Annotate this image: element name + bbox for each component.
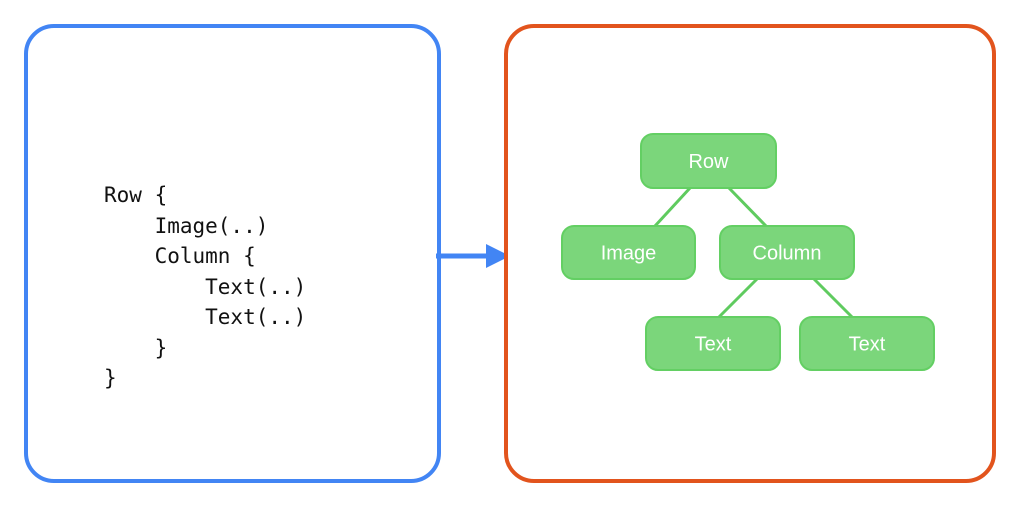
tree-node-image-label: Image bbox=[601, 243, 657, 265]
tree-node-text-2[interactable]: Text bbox=[799, 316, 935, 371]
tree-node-image[interactable]: Image bbox=[561, 225, 696, 280]
tree-node-column-label: Column bbox=[753, 243, 822, 265]
flow-arrow-icon bbox=[436, 244, 510, 268]
tree-node-image-rect bbox=[561, 225, 696, 280]
composition-tree: Row Image Column Text Text bbox=[561, 133, 935, 371]
code-snippet: Row { Image(..) Column { Text(..) Text(.… bbox=[104, 183, 307, 390]
tree-node-text-2-rect bbox=[799, 316, 935, 371]
tree-node-column-rect bbox=[719, 225, 855, 280]
tree-node-text-2-label: Text bbox=[849, 334, 886, 356]
tree-node-text-1-label: Text bbox=[695, 334, 732, 356]
tree-edge-column-text1 bbox=[717, 277, 759, 319]
tree-edge-column-text2 bbox=[812, 277, 854, 319]
tree-edge-row-image bbox=[653, 186, 692, 228]
code-panel: Row { Image(..) Column { Text(..) Text(.… bbox=[24, 24, 441, 483]
tree-node-text-1-rect bbox=[645, 316, 781, 371]
tree-node-text-1[interactable]: Text bbox=[645, 316, 781, 371]
tree-node-row-rect bbox=[640, 133, 777, 189]
tree-node-row[interactable]: Row bbox=[640, 133, 777, 189]
tree-node-row-label: Row bbox=[688, 151, 729, 173]
tree-edges bbox=[653, 186, 854, 319]
tree-node-column[interactable]: Column bbox=[719, 225, 855, 280]
tree-edge-row-column bbox=[727, 186, 768, 228]
